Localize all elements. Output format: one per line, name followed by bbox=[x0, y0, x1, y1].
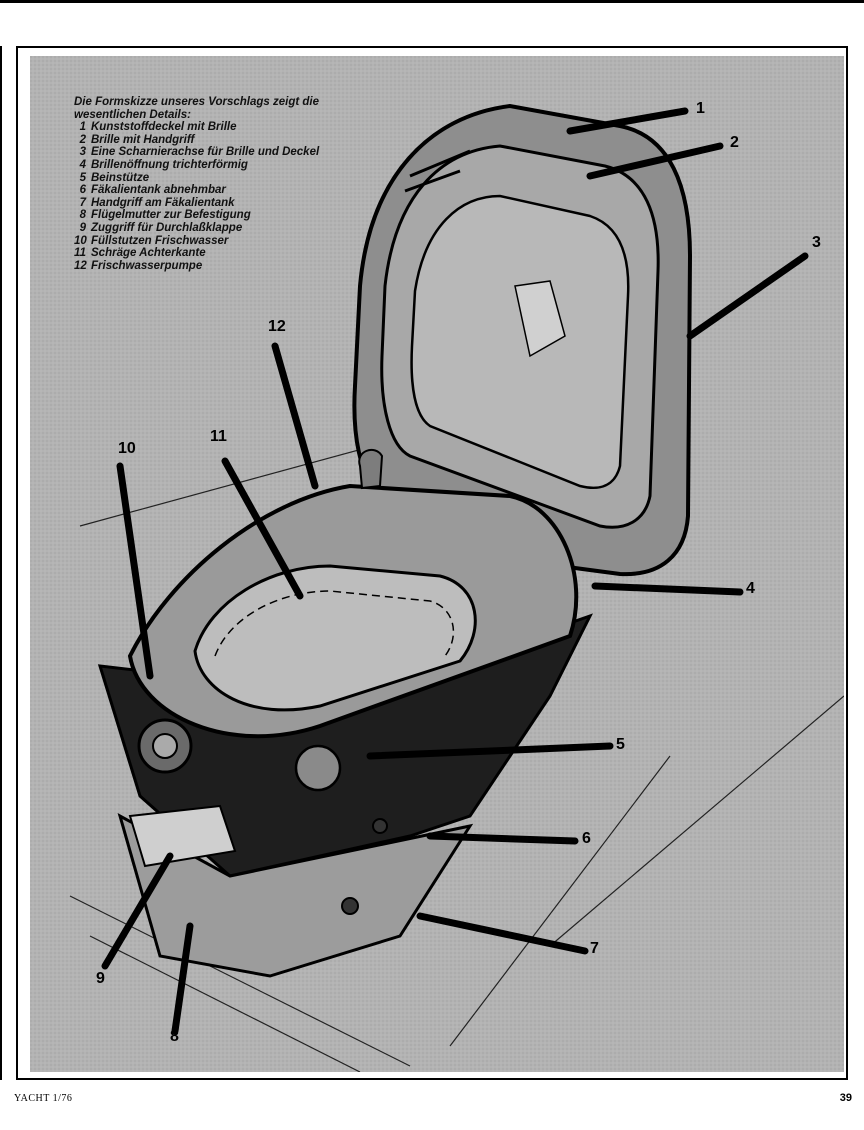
lid-handle bbox=[404, 149, 471, 193]
publication-label: YACHT 1/76 bbox=[14, 1093, 73, 1104]
toilet-illustration: Die Formskizze unseres Vorschlags zeigt … bbox=[30, 56, 844, 1072]
page-number: 39 bbox=[839, 1092, 852, 1104]
callout-1: 1 bbox=[696, 100, 705, 117]
pull-handle bbox=[128, 804, 237, 868]
seat-opening bbox=[193, 564, 477, 712]
callout-11: 11 bbox=[210, 428, 227, 445]
callout-3: 3 bbox=[812, 234, 821, 251]
floor-lines bbox=[69, 435, 844, 1072]
seat-opening-upright bbox=[410, 194, 630, 490]
left-rule bbox=[0, 46, 2, 1080]
pump-detail bbox=[514, 280, 566, 358]
callout-2: 2 bbox=[730, 134, 739, 151]
wing-nut bbox=[341, 897, 359, 915]
parts-legend: Die Formskizze unseres Vorschlags zeigt … bbox=[74, 96, 394, 272]
callout-6: 6 bbox=[582, 830, 591, 847]
callout-10: 10 bbox=[118, 440, 136, 457]
callout-5: 5 bbox=[616, 736, 625, 753]
callout-pointers bbox=[101, 107, 809, 1035]
callout-9: 9 bbox=[96, 970, 105, 987]
callout-8: 8 bbox=[170, 1028, 179, 1045]
legend-intro: Die Formskizze unseres Vorschlags zeigt … bbox=[74, 96, 319, 121]
water-pump-knob bbox=[358, 448, 384, 490]
callout-12: 12 bbox=[268, 318, 286, 335]
toilet-drawing: Die Formskizze unseres Vorschlags zeigt … bbox=[30, 56, 844, 1072]
callout-7: 7 bbox=[590, 940, 599, 957]
top-rule bbox=[0, 0, 864, 3]
foot-rest bbox=[294, 744, 342, 792]
lid-group bbox=[352, 103, 693, 577]
seat-group bbox=[127, 448, 579, 739]
callout-4: 4 bbox=[746, 580, 755, 597]
faecal-tank bbox=[117, 812, 474, 978]
